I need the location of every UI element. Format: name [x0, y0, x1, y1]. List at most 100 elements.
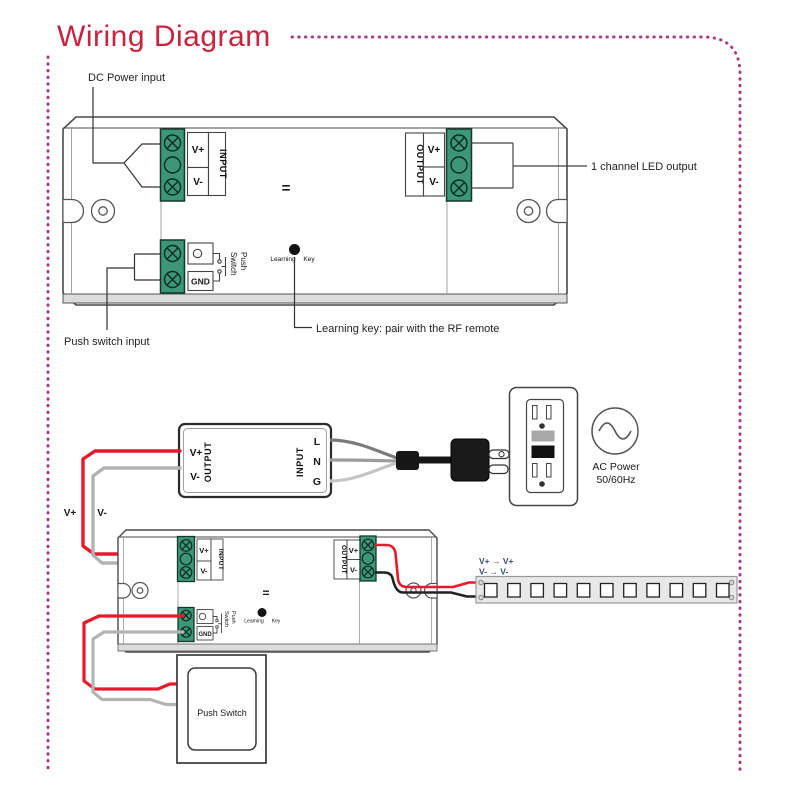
wire-vminus-label: V-: [97, 508, 106, 519]
page-title: Wiring Diagram: [57, 20, 271, 53]
push-line1: Push: [239, 252, 248, 270]
case2-bottom-edge: [117, 643, 438, 652]
screw-hole-left-2-inner: [136, 587, 144, 594]
psu-neutral-label: N: [313, 456, 321, 468]
learning-key-button: [289, 244, 300, 255]
case-bottom-edge: [62, 293, 568, 304]
wire-push-gnd: [91, 630, 185, 707]
push-switch-vertical-label: Push Switch: [229, 252, 248, 276]
input-label: INPUT: [218, 149, 228, 179]
wall-outlet: [508, 386, 579, 507]
push2-line2: Switch: [223, 611, 229, 627]
wire-push-live: [82, 614, 185, 691]
input-terminal: [159, 128, 186, 202]
push-terminal: [159, 239, 186, 294]
psu-live-label: L: [314, 436, 321, 448]
psu-ground-label: G: [313, 476, 321, 488]
dc-power-input-label: DC Power input: [88, 72, 165, 84]
output-terminal: [445, 128, 473, 202]
strip-vplus-map: V+ → V+: [479, 556, 514, 566]
mount-slot-right-2: [423, 582, 437, 599]
mount-slot-left: [63, 198, 85, 224]
strip-pad: [478, 594, 484, 601]
output-wire-bracket: [471, 142, 587, 189]
learning-label-2: Learning: [244, 619, 264, 625]
outlet-slot: [532, 405, 538, 420]
outlet-slot: [532, 463, 538, 478]
mount-slot-left-2: [118, 582, 132, 599]
controller-top: V+ V- INPUT = GND: [62, 116, 587, 306]
gnd-label: GND: [191, 277, 210, 287]
led-chips: [483, 582, 730, 598]
push-switch-symbol-2: [213, 613, 222, 634]
push-switch-module-label: Push Switch: [197, 708, 247, 718]
strip-pad: [478, 579, 484, 586]
outlet-center-gray: [531, 430, 555, 442]
polarity-mark: =: [282, 180, 291, 197]
outlet-center-black: [531, 445, 555, 458]
polarity-mark-2: =: [262, 586, 269, 600]
ac-power-label: AC Power: [592, 461, 640, 473]
strip-pad: [728, 579, 735, 586]
wire-led-vplus: [374, 543, 479, 589]
psu-vplus-label: V+: [190, 448, 203, 459]
input2-label-box: [210, 538, 224, 581]
input-vminus-label: V-: [193, 177, 202, 188]
push-switch-input-label: Push switch input: [64, 336, 150, 348]
outlet-slot: [546, 463, 552, 478]
sine-wave-icon: [598, 422, 632, 440]
ac-power-symbol: AC Power 50/60Hz: [591, 407, 640, 486]
push-switch-input-leader: [106, 253, 160, 330]
outlet-ground-hole: [539, 423, 545, 429]
strip-vminus-map: V- → V-: [479, 567, 508, 577]
power-supply: V+ V- OUTPUT L N G INPUT: [177, 422, 333, 499]
input-terminal-2: [176, 535, 196, 583]
psu-output-label: OUTPUT: [203, 442, 213, 483]
push-contact-dot: [192, 248, 203, 259]
push2-line1: Push: [230, 611, 236, 624]
strip-pad: [728, 594, 735, 601]
wire-ground: [329, 461, 398, 483]
dc-power-input-leader: [92, 87, 160, 188]
ac-freq-label: 50/60Hz: [596, 474, 635, 486]
learning-key-note: Learning key: pair with the RF remote: [316, 323, 499, 335]
output-vminus-label: V-: [429, 177, 438, 188]
input2-vplus-label: V+: [199, 546, 209, 555]
psu-input-label: INPUT: [295, 447, 305, 477]
wire-led-vminus: [374, 571, 479, 598]
learning-key-leader: [293, 257, 312, 329]
push-switch-symbol: [213, 252, 227, 282]
psu-vminus-label: V-: [190, 472, 199, 483]
ac-plug: [450, 438, 510, 482]
controller-case: [62, 116, 568, 306]
input2-vminus-label: V-: [200, 567, 208, 576]
plug-prong-bottom: [488, 464, 509, 475]
key-label: Key: [303, 256, 315, 263]
led-strip: V+ → V+ V- → V-: [475, 556, 738, 604]
push-contact-dot-2: [198, 612, 207, 621]
output-label: OUTPUT: [415, 144, 425, 185]
output2-vplus-label: V+: [349, 546, 359, 555]
output-terminal-2: [359, 535, 377, 582]
outlet-ground-hole: [539, 481, 545, 487]
wire-live: [329, 438, 398, 460]
input-label-box: [207, 131, 227, 197]
screw-hole-left-inner: [98, 206, 108, 216]
controller-bottom: V+ V- INPUT = Learning Key GND: [117, 529, 438, 653]
push-switch-vertical-label-2: Push Switch: [223, 611, 236, 627]
prong-hole: [498, 451, 505, 458]
key-label-2: Key: [272, 619, 281, 625]
output2-vminus-label: V-: [350, 566, 358, 575]
push-line2: Switch: [229, 252, 238, 276]
output-vplus-label: V+: [428, 145, 441, 156]
cable-sleeve: [396, 451, 419, 470]
wire-vplus-label: V+: [64, 508, 77, 519]
wire-neutral: [329, 458, 398, 463]
push-switch-module: Push Switch: [176, 654, 267, 764]
input-vplus-label: V+: [192, 145, 205, 156]
screw-hole-right-inner: [523, 206, 534, 216]
border-dots-top-right: [290, 35, 742, 775]
led-output-label: 1 channel LED output: [591, 161, 697, 173]
